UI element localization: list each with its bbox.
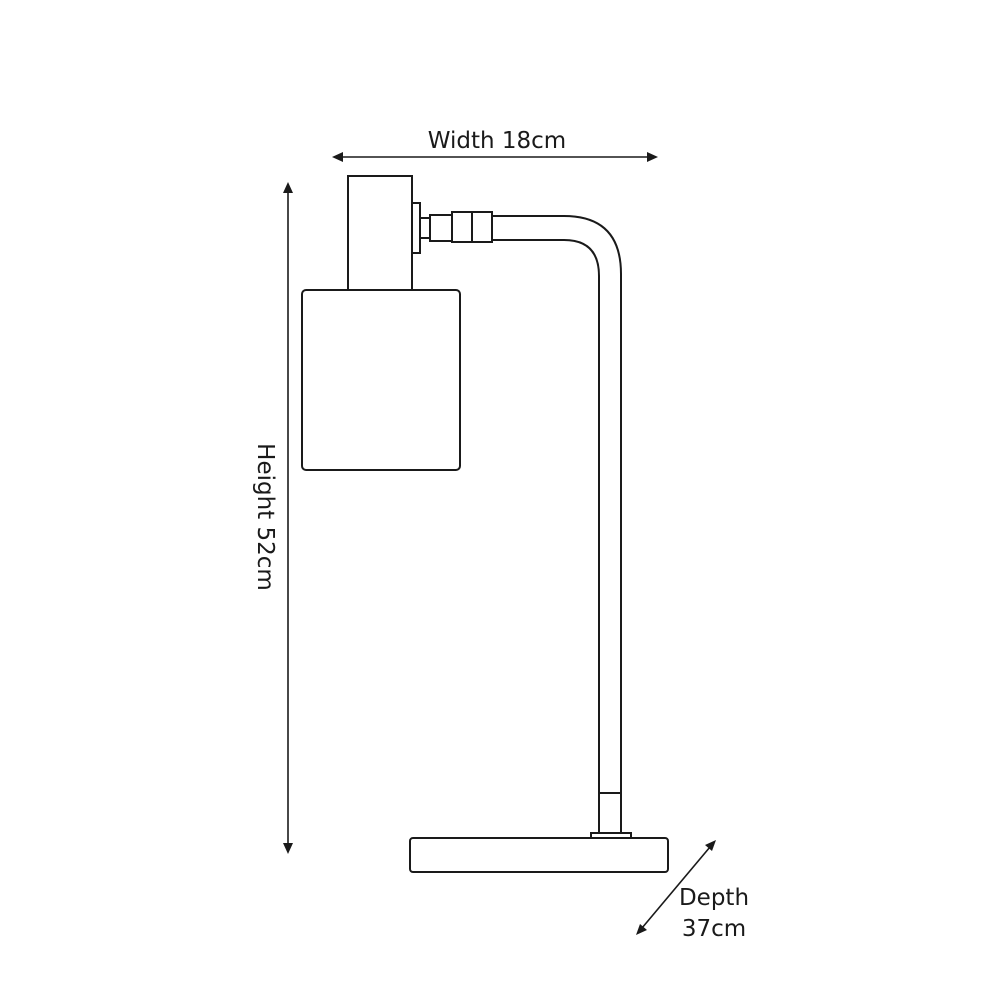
height-arrow-top	[283, 182, 293, 193]
lamp-head-cap	[347, 175, 413, 293]
lamp-arm-inner	[490, 239, 600, 793]
lamp-base	[409, 837, 669, 873]
depth-dimension: Depth 37cm	[636, 840, 749, 942]
width-label: Width 18cm	[428, 128, 566, 154]
joint-pin	[419, 217, 431, 239]
height-dimension: Height 52cm	[252, 182, 293, 854]
lamp-shade	[301, 289, 461, 471]
lamp-arm-outer	[490, 215, 622, 793]
stem-collar	[598, 792, 622, 834]
width-dimension: Width 18cm	[332, 128, 658, 162]
depth-label-line1: Depth	[679, 885, 749, 911]
height-label: Height 52cm	[252, 443, 278, 591]
depth-label-line2: 37cm	[682, 916, 746, 942]
height-arrow-bottom	[283, 843, 293, 854]
depth-dimension-line	[641, 846, 711, 929]
width-arrow-right	[647, 152, 658, 162]
joint-plate	[411, 202, 421, 254]
depth-arrow-bottom	[636, 924, 647, 935]
lamp-drawing	[301, 175, 669, 873]
width-arrow-left	[332, 152, 343, 162]
joint-knuckle	[429, 214, 453, 242]
depth-arrow-top	[705, 840, 716, 851]
